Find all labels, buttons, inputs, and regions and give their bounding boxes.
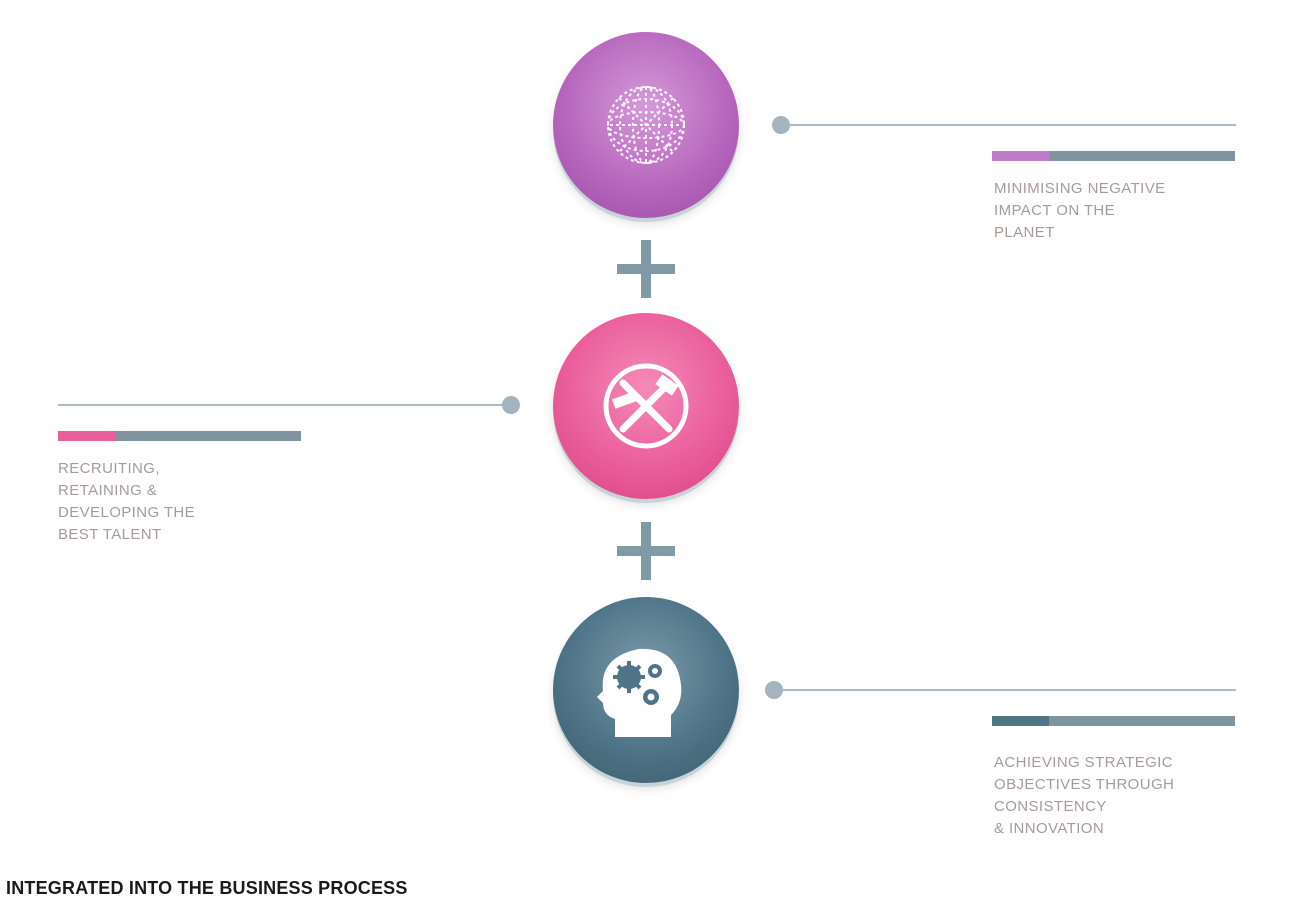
talent-label: RECRUITING, RETAINING & DEVELOPING THE B… xyxy=(58,460,196,543)
globe-icon xyxy=(607,86,685,164)
tools-icon xyxy=(603,363,689,449)
progress-bar xyxy=(992,716,1235,726)
bar-accent xyxy=(992,716,1049,726)
progress-bar xyxy=(58,431,301,441)
planet-label: MINIMISING NEGATIVE IMPACT ON THE PLANET xyxy=(994,180,1166,241)
connector-line xyxy=(781,689,1236,691)
bar-accent xyxy=(992,151,1049,161)
strategy-circle xyxy=(553,597,739,783)
bar-accent xyxy=(58,431,115,441)
plus-sign xyxy=(617,240,675,298)
connector-line xyxy=(788,124,1236,126)
progress-bar xyxy=(992,151,1235,161)
strategy-label: ACHIEVING STRATEGIC OBJECTIVES THROUGH C… xyxy=(994,754,1175,837)
connector-line xyxy=(58,404,506,406)
plus-sign xyxy=(617,522,675,580)
connector-dot xyxy=(772,116,790,134)
page-title: INTEGRATED INTO THE BUSINESS PROCESS xyxy=(6,878,408,898)
connector-dot xyxy=(765,681,783,699)
connector-dot xyxy=(502,396,520,414)
talent-circle xyxy=(553,313,739,499)
planet-circle xyxy=(553,32,739,218)
head-gears-icon xyxy=(597,648,682,737)
